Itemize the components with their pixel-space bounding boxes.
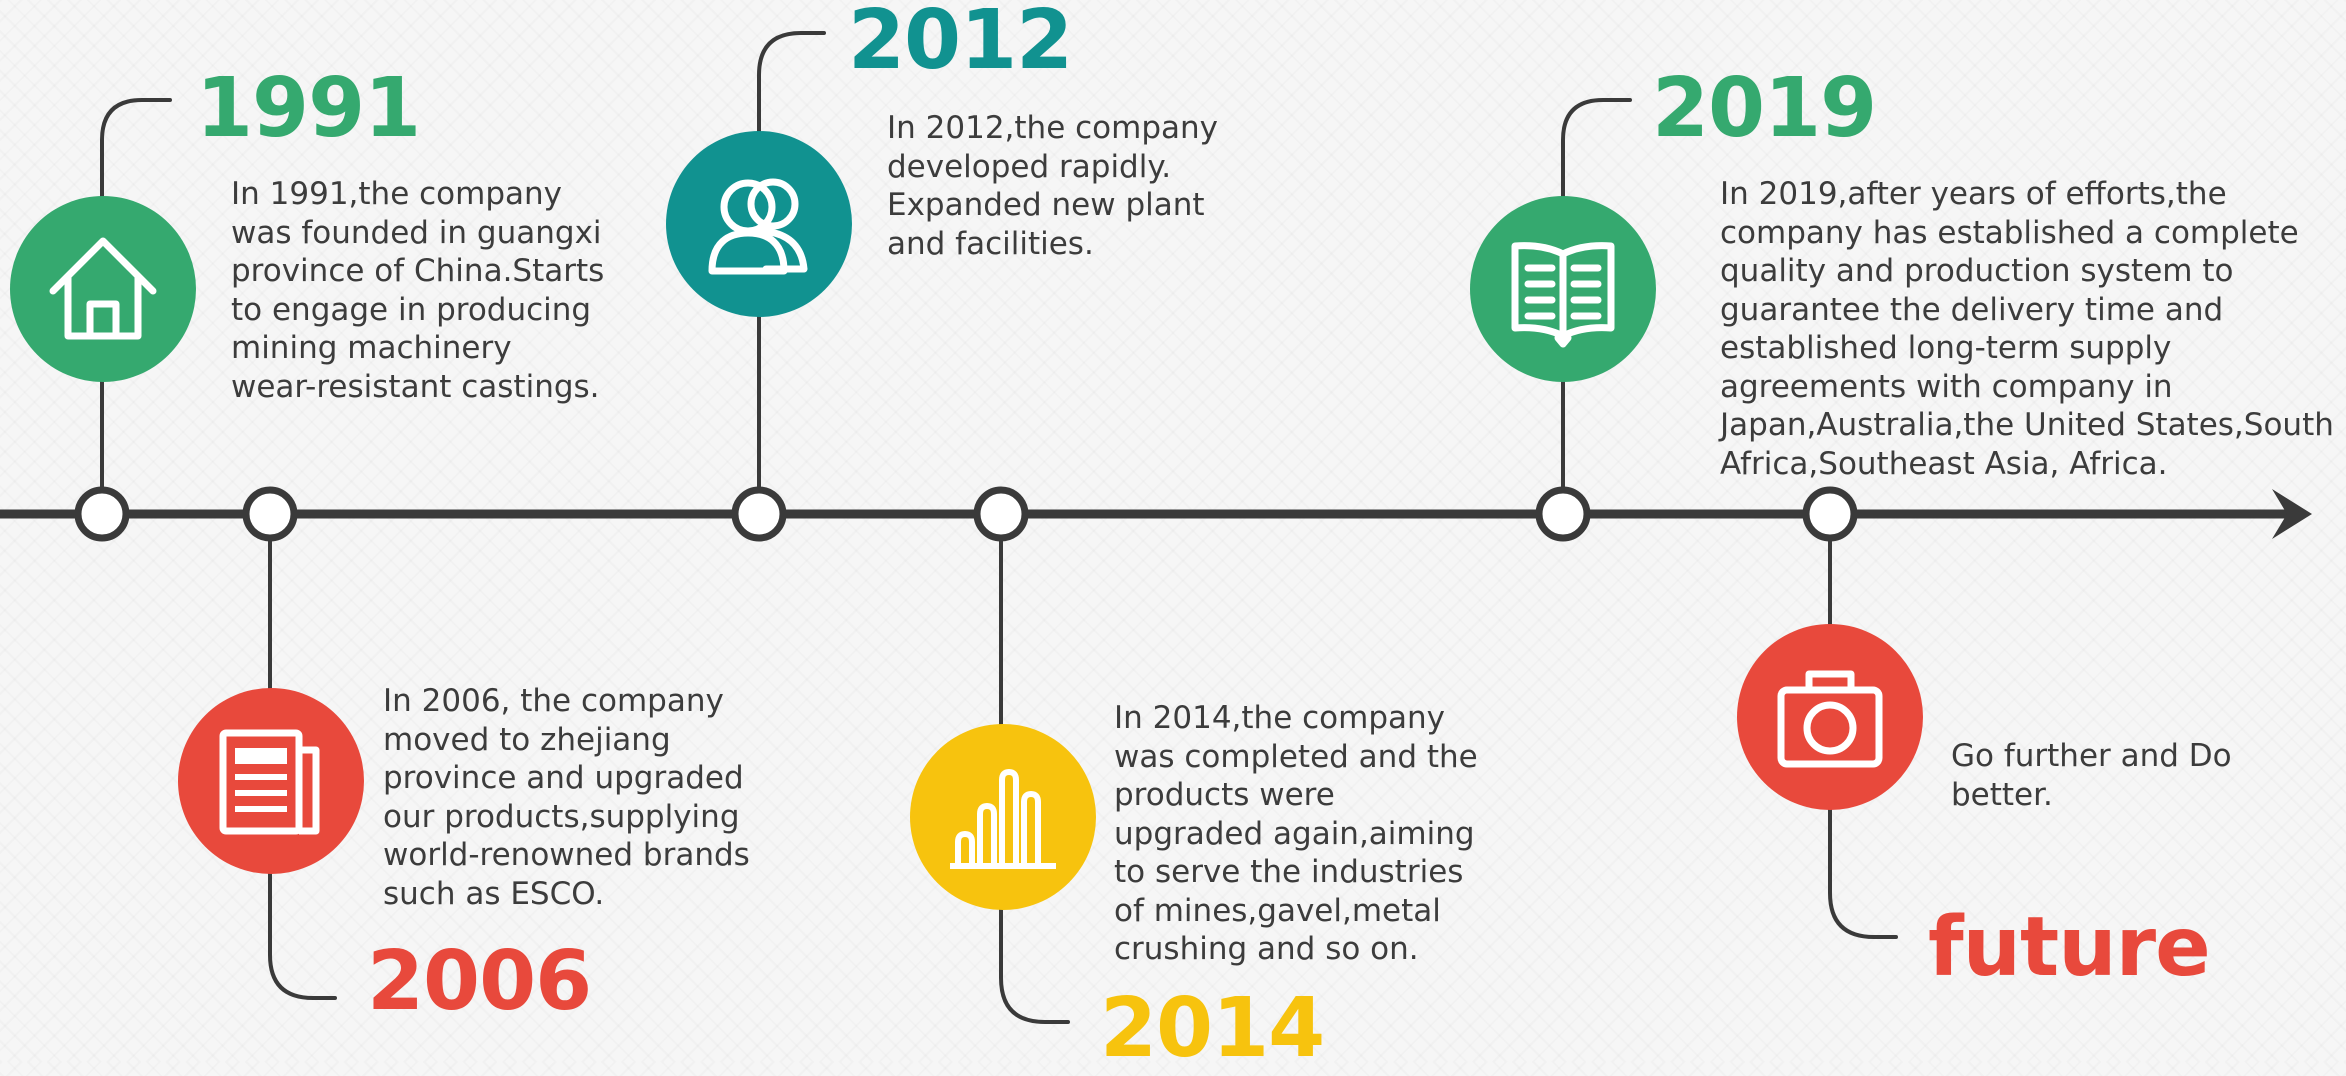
milestone-2019-badge — [1470, 196, 1656, 382]
milestone-future-badge — [1737, 624, 1923, 810]
milestone-2019-description: In 2019,after years of efforts,the compa… — [1720, 176, 2334, 482]
milestone-1991-description: In 1991,the company was founded in guang… — [231, 176, 605, 405]
milestone-1991-badge — [10, 196, 196, 382]
connector-1991 — [100, 98, 172, 520]
milestone-2006-year: 2006 — [367, 934, 592, 1029]
connector-future — [1828, 516, 1898, 939]
milestone-2014-description: In 2014,the company was completed and th… — [1114, 700, 1478, 967]
timeline-node-2019 — [1535, 486, 1591, 542]
connector-2019 — [1561, 98, 1632, 520]
connector-2012 — [757, 31, 826, 520]
camera-icon — [1777, 670, 1883, 768]
connector-2006 — [268, 516, 337, 1000]
document-icon — [219, 729, 320, 835]
timeline-node-1991 — [74, 486, 130, 542]
milestone-2012-year: 2012 — [848, 0, 1073, 88]
milestone-2006-badge — [178, 688, 364, 874]
milestone-2006-description: In 2006, the company moved to zhejiang p… — [383, 683, 750, 912]
timeline-arrow-head — [2272, 489, 2312, 539]
milestone-future-year: future — [1928, 900, 2211, 995]
timeline-node-2012 — [731, 486, 787, 542]
users-icon — [708, 178, 808, 275]
milestone-2012-badge — [666, 131, 852, 317]
bar-chart-icon — [950, 769, 1056, 869]
timeline-node-future — [1802, 486, 1858, 542]
milestone-2014-badge — [910, 724, 1096, 910]
milestone-2019-year: 2019 — [1652, 61, 1877, 156]
house-icon — [49, 237, 157, 340]
milestone-2014-year: 2014 — [1100, 981, 1325, 1076]
milestone-future-description: Go further and Do better. — [1951, 738, 2232, 813]
milestone-2012-description: In 2012,the company developed rapidly. E… — [887, 110, 1218, 262]
timeline-node-2014 — [973, 486, 1029, 542]
connector-2014 — [999, 516, 1070, 1024]
book-icon — [1511, 242, 1615, 348]
timeline-node-2006 — [242, 486, 298, 542]
milestone-1991-year: 1991 — [196, 61, 421, 156]
